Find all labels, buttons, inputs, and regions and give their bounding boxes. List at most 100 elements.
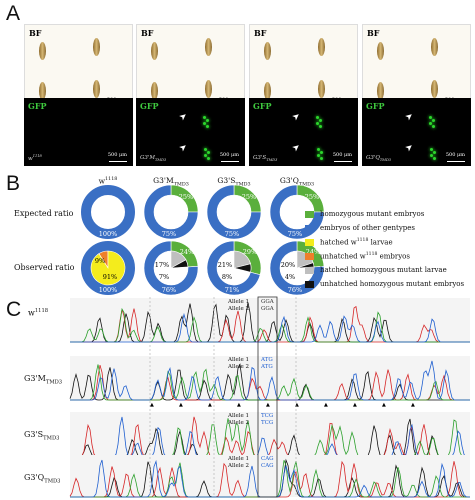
scale-bar [447,161,465,162]
data-label: 20% [281,261,295,269]
gfp-signal [320,151,323,154]
trace-label: G3'QTMD3 [24,473,61,485]
gfp-signal [317,148,320,151]
legend-swatch [305,238,314,246]
mutation-highlight-box [257,296,278,498]
legend-item: unhatched homozygous mutant embryos [305,280,464,288]
data-label: 100% [99,286,118,294]
trace-background [70,298,470,342]
bf-label: BF [29,28,42,38]
pie-slice [143,240,199,296]
embryo [431,80,438,98]
gfp-label: GFP [28,101,47,111]
pie-slice [170,259,189,269]
gfp-signal [204,154,207,157]
pie-slice [90,250,126,286]
scale-label: 500 μm [445,152,465,158]
embryo [377,82,384,100]
data-label: 25% [305,193,319,201]
gfp-signal [429,116,432,119]
pie-slice [206,184,262,240]
snp-marker: ▲ [324,402,328,408]
row-label: Observed ratio [14,263,75,272]
embryo [431,38,438,56]
data-label: 24% [180,248,194,256]
trace-background [70,455,470,497]
data-label: 7% [159,273,169,281]
gfp-label: GFP [140,101,159,111]
scale-label: 500 μm [107,152,127,158]
data-label: 21% [218,261,232,269]
trace-label: w1118 [28,308,49,318]
scale-bar [109,161,127,162]
gfp-signal [316,116,319,119]
panel-b-letter: B [6,172,21,195]
data-label: 75% [288,230,302,238]
legend-swatch [305,280,314,288]
embryo [264,82,271,100]
embryo [264,42,271,60]
data-label: 29% [243,248,257,256]
legend-item: homozygous mutant embryos [305,210,424,218]
snp-marker: ▲ [150,402,154,408]
pie-slice [81,241,135,295]
snp-marker: ▲ [208,402,212,408]
column-header: G3'STMD3 [217,176,251,188]
embryo [93,80,100,98]
pie-slice [206,240,261,296]
legend-label: unhatched homozygous mutant embryos [320,280,465,288]
embryo [151,82,158,100]
embryo [318,38,325,56]
trace-line [70,416,470,458]
bf-label: BF [141,28,154,38]
legend-item: embryos of other gentypes [305,224,415,232]
snp-marker: ▲ [237,402,241,408]
data-label: 76% [288,286,302,294]
legend-swatch [305,252,314,260]
bf-label: BF [367,28,380,38]
data-label: 100% [99,230,118,238]
pie-slice [81,185,135,239]
gfp-signal [320,157,323,160]
data-label: 75% [225,230,239,238]
gfp-label: GFP [253,101,272,111]
gfp-signal [317,154,320,157]
gfp-signal [433,151,436,154]
snp-marker: ▲ [353,402,357,408]
legend-label: hatched homozygous mutant larvae [320,266,447,274]
gfp-signal [316,122,319,125]
panel-c-letter: C [6,298,22,321]
data-label: 4% [285,273,295,281]
trace-label: G3'STMD3 [24,430,60,442]
panel-a-letter: A [6,2,21,25]
data-label: 17% [155,261,169,269]
gfp-signal [207,151,210,154]
legend-item: unhatched w1118 embryos [305,252,410,260]
pie-slice [233,263,252,273]
data-label: 75% [162,230,176,238]
embryo [318,80,325,98]
snp-marker: ▲ [295,402,299,408]
gfp-signal [430,154,433,157]
gfp-signal [203,122,206,125]
scale-bar [221,161,239,162]
data-label: 91% [103,273,117,281]
gfp-signal [319,119,322,122]
trace-line [70,360,470,401]
embryo [205,80,212,98]
legend-item: hatched homozygous mutant larvae [305,266,447,274]
genotype-label: G3'QTMD3 [366,154,392,162]
bf-image: BFw1118500 μm [24,24,133,112]
snp-marker: ▲ [382,402,386,408]
gfp-signal [319,125,322,128]
embryo [151,42,158,60]
